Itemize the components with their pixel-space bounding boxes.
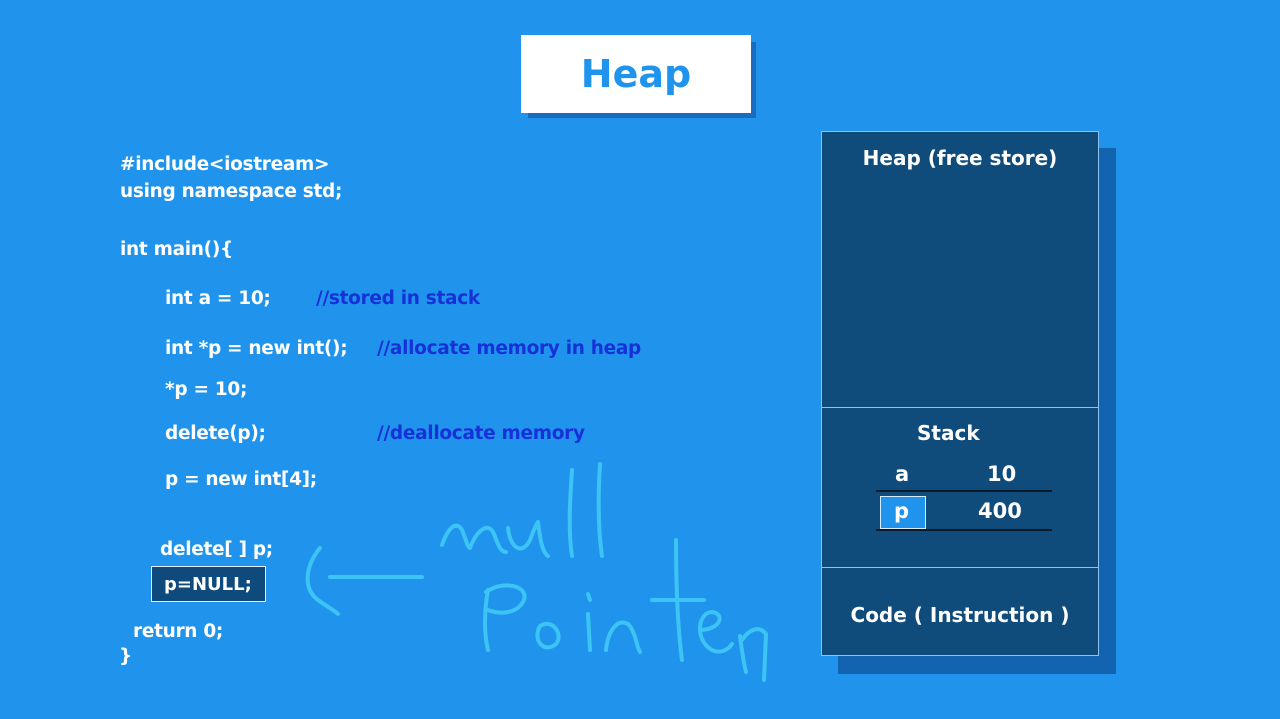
- code-segment-label: Code ( Instruction ): [850, 603, 1070, 627]
- stack-var-p-value: 400: [978, 499, 1022, 523]
- code-block: #include<iostream> using namespace std; …: [119, 154, 642, 667]
- heap-stack-divider: [822, 407, 1098, 408]
- stack-label: Stack: [917, 421, 980, 445]
- code-line-int-a: int a = 10;: [165, 288, 271, 309]
- scribble-i: [586, 592, 592, 652]
- code-line-new-array: p = new int[4];: [165, 469, 317, 490]
- scribble-l2: [596, 462, 604, 558]
- slide-title-box: Heap: [521, 35, 751, 113]
- heap-label: Heap (free store): [862, 146, 1058, 170]
- scribble-u: [506, 520, 550, 558]
- code-line-delete-p: delete(p);: [165, 423, 266, 444]
- code-line-deref-p: *p = 10;: [165, 379, 248, 400]
- code-line-include: #include<iostream>: [120, 154, 330, 175]
- scribble-l1: [567, 468, 574, 558]
- scribble-r: [738, 627, 768, 682]
- scribble-t: [650, 538, 706, 662]
- code-line-main: int main(){: [120, 239, 233, 260]
- stack-var-p-box: [880, 496, 926, 529]
- scribble-P: [483, 583, 527, 652]
- comment-allocate-heap: //allocate memory in heap: [377, 338, 642, 359]
- stack-var-p-name: p: [894, 499, 910, 523]
- stack-var-a-name: a: [895, 462, 910, 486]
- code-line-null: p=NULL;: [164, 573, 252, 595]
- code-line-close-brace: }: [119, 646, 132, 667]
- highlighted-null-line: p=NULL;: [151, 566, 266, 602]
- stack-var-a-value: 10: [987, 462, 1017, 486]
- stack-row-line-top: [876, 490, 1052, 492]
- comment-stored-in-stack: //stored in stack: [316, 288, 480, 309]
- scribble-n2: [604, 620, 642, 654]
- code-line-namespace: using namespace std;: [120, 181, 343, 202]
- stack-code-divider: [822, 567, 1098, 568]
- memory-diagram: Heap (free store) Stack a 10 p 400 Code …: [821, 131, 1099, 656]
- code-line-return: return 0;: [133, 621, 223, 642]
- arrow-head: [305, 546, 340, 616]
- scribble-e: [698, 610, 734, 654]
- code-line-int-p: int *p = new int();: [165, 338, 348, 359]
- code-line-delete-array: delete[ ] p;: [160, 539, 273, 560]
- scribble-n: [440, 523, 508, 554]
- slide-title: Heap: [580, 52, 692, 96]
- stack-row-line-bottom: [876, 529, 1052, 531]
- scribble-o: [535, 622, 561, 650]
- comment-deallocate: //deallocate memory: [377, 423, 585, 444]
